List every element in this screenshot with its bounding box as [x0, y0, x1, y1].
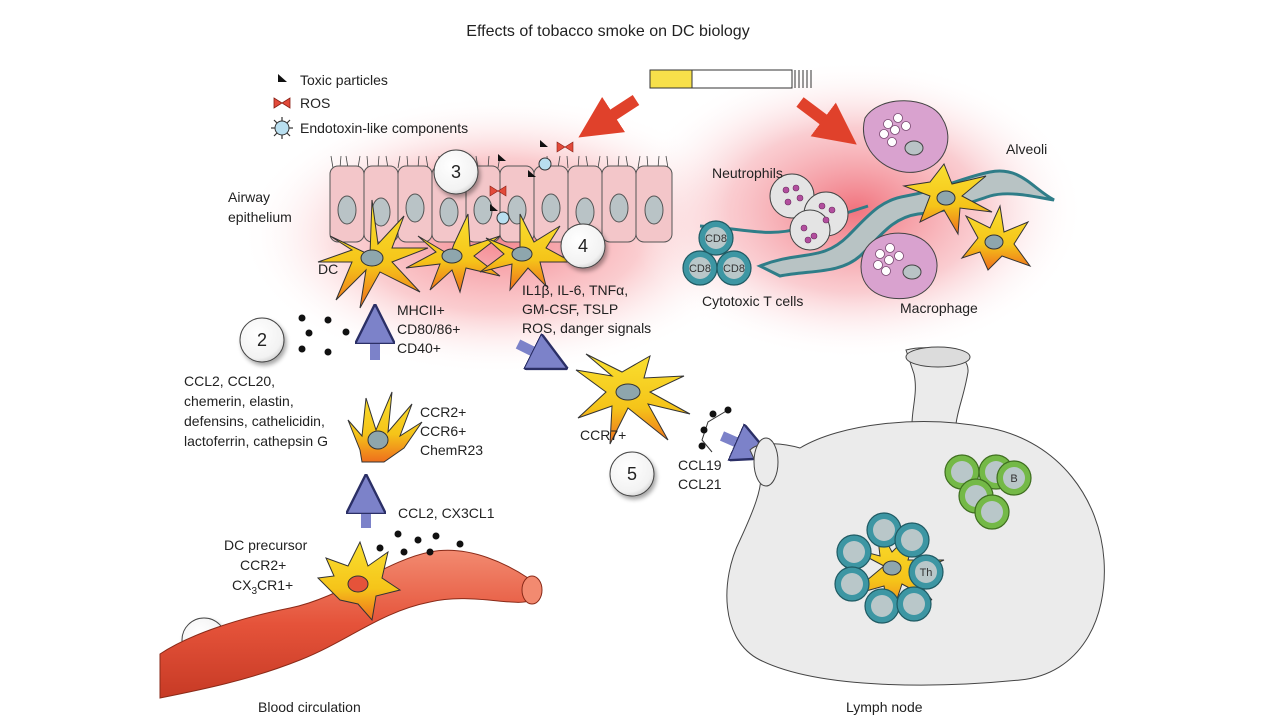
legend-label-ros: ROS — [300, 95, 330, 111]
legend-label-endotoxin: Endotoxin-like components — [300, 120, 468, 136]
cd8-label-2: CD8 — [689, 263, 711, 275]
smoke-arrow-alveoli — [796, 97, 857, 145]
ccl2-cx3cl1-label: CCL2, CX3CL1 — [398, 505, 495, 521]
neutrophils — [769, 173, 849, 251]
step-4: 4 — [560, 223, 606, 269]
dc-cell-migrating — [575, 353, 691, 445]
chemokine-dots — [298, 314, 350, 356]
b-cell-cluster: B — [944, 454, 1032, 530]
svg-text:4: 4 — [578, 236, 588, 256]
chemokines-line4: lactoferrin, cathepsin G — [184, 433, 328, 449]
th-cell-label: Th — [920, 567, 933, 579]
marker-cd40: CD40+ — [397, 340, 441, 356]
macrophage-top — [863, 100, 949, 173]
cd8-label-1: CD8 — [705, 233, 727, 245]
dc-cell-recruited — [347, 391, 423, 463]
svg-text:2: 2 — [257, 330, 267, 350]
airway-label-line2: epithelium — [228, 209, 292, 225]
blood-vessel — [159, 549, 543, 699]
receptor-chemr23: ChemR23 — [420, 442, 483, 458]
dc-cell-airway-2 — [405, 213, 501, 294]
migration-arrow-activated-dc — [515, 344, 550, 360]
alveoli-label: Alveoli — [1006, 141, 1047, 157]
ccl19-label: CCL19 — [678, 457, 722, 473]
ccl21-label: CCL21 — [678, 476, 722, 492]
svg-text:5: 5 — [627, 464, 637, 484]
chemokines-line1: CCL2, CCL20, — [184, 373, 275, 389]
dc-precursor-cell — [316, 540, 402, 622]
blood-circulation-label: Blood circulation — [258, 699, 361, 715]
dc-cell-alveolar-2 — [960, 204, 1032, 271]
step-3: 3 — [433, 149, 479, 195]
receptor-ccr6: CCR6+ — [420, 423, 466, 439]
lymph-node — [726, 346, 1105, 686]
toxic-particle-icon — [278, 74, 287, 82]
cytotoxic-t-cells: CD8 CD8 CD8 — [682, 220, 752, 286]
step-5: 5 — [609, 451, 655, 497]
dc-label: DC — [318, 261, 338, 277]
ccl19-21-dots — [698, 406, 732, 453]
receptor-ccr7: CCR7+ — [580, 427, 626, 443]
ccl2-cx3cl1-dots — [376, 530, 464, 556]
macrophage-label: Macrophage — [900, 300, 978, 316]
cytokines-line1: IL1β, IL-6, TNFα, — [522, 282, 628, 298]
legend: Toxic particles ROS Endotoxin-like compo… — [271, 72, 468, 139]
legend-label-toxic: Toxic particles — [300, 72, 388, 88]
neutrophils-label: Neutrophils — [712, 165, 783, 181]
precursor-cx3cr1: CX3CR1+ — [232, 577, 293, 597]
cigarette-icon — [649, 69, 812, 89]
cytotoxic-t-cells-label: Cytotoxic T cells — [702, 293, 803, 309]
ros-bowtie-icon — [273, 97, 291, 109]
th-cell-cluster: Th — [834, 512, 945, 624]
step-2: 2 — [239, 317, 285, 363]
svg-text:3: 3 — [451, 162, 461, 182]
chemokines-line2: chemerin, elastin, — [184, 393, 294, 409]
dc-cell-airway-3 — [479, 213, 573, 292]
precursor-ccr2: CCR2+ — [240, 557, 286, 573]
chemokines-line3: defensins, cathelicidin, — [184, 413, 325, 429]
cd8-label-3: CD8 — [723, 263, 745, 275]
particles-near-epithelium — [489, 140, 574, 225]
cytokines-line3: ROS, danger signals — [522, 320, 651, 336]
migration-arrow-to-lymph-node — [719, 436, 754, 450]
lymph-node-label: Lymph node — [846, 699, 923, 715]
cytokines-line2: GM-CSF, TSLP — [522, 301, 618, 317]
dc-cell-airway-1 — [317, 199, 429, 309]
receptor-ccr2: CCR2+ — [420, 404, 466, 420]
b-cell-label: B — [1010, 473, 1017, 485]
marker-mhcii: MHCII+ — [397, 302, 445, 318]
diagram-title: Effects of tobacco smoke on DC biology — [466, 23, 749, 40]
airway-label-line1: Airway — [228, 189, 270, 205]
marker-cd80-86: CD80/86+ — [397, 321, 460, 337]
smoke-arrow-airway — [578, 94, 640, 138]
macrophage-bottom — [860, 232, 938, 300]
dc-cell-alveolar-1 — [902, 163, 993, 236]
endotoxin-icon — [271, 117, 293, 139]
precursor-label: DC precursor — [224, 537, 308, 553]
